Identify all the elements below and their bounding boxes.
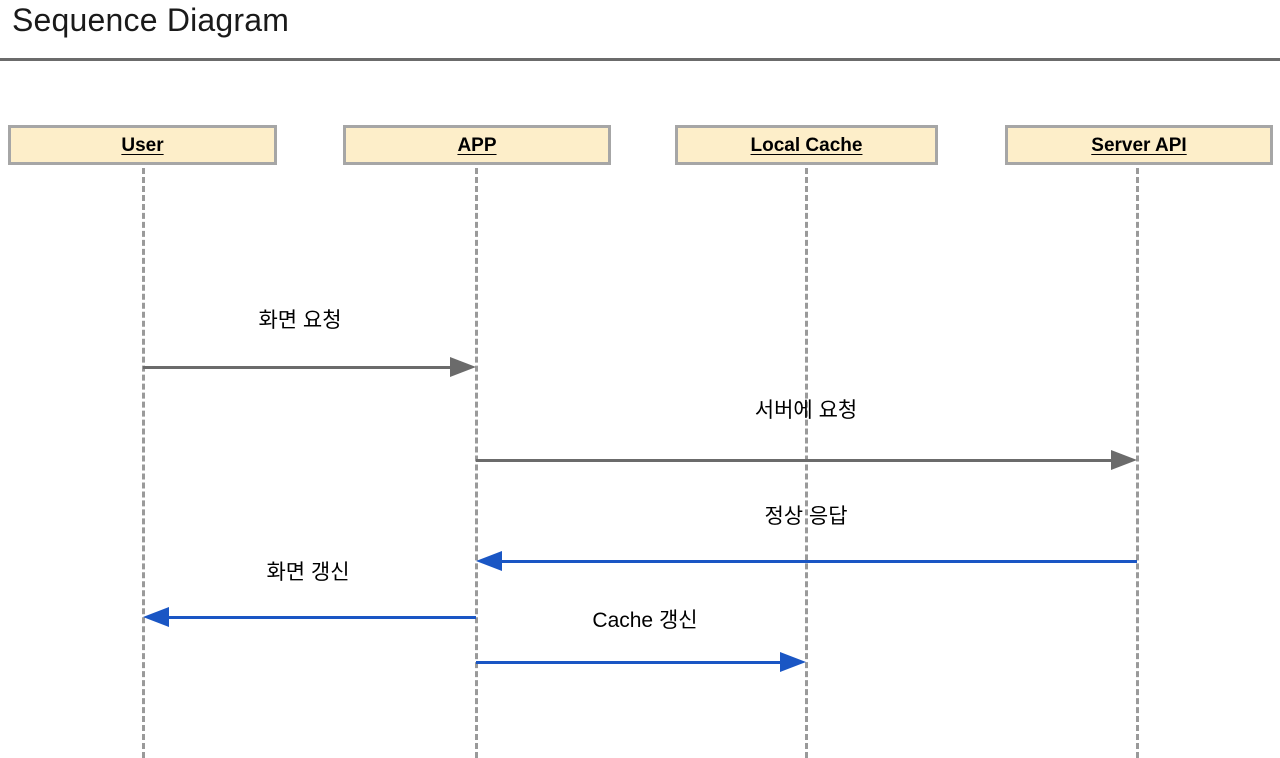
message-line	[476, 459, 1113, 462]
participant-label: Server API	[1091, 134, 1187, 156]
message-label-2: 서버에 요청	[754, 398, 858, 422]
message-label-5: Cache 갱신	[592, 608, 698, 632]
message-line	[476, 661, 782, 664]
participant-server-api[interactable]: Server API	[1005, 125, 1273, 165]
message-line	[167, 616, 476, 619]
title-divider	[0, 58, 1280, 61]
lifeline-app	[475, 168, 478, 758]
message-label-3: 정상 응답	[764, 504, 848, 528]
lifeline-local-cache	[805, 168, 808, 758]
lifeline-user	[142, 168, 145, 758]
message-line	[143, 366, 452, 369]
participant-label: Local Cache	[750, 134, 863, 156]
arrowhead-icon	[450, 357, 476, 377]
lifeline-server-api	[1136, 168, 1139, 758]
participant-user[interactable]: User	[8, 125, 277, 165]
message-line	[500, 560, 1137, 563]
participant-label: User	[121, 134, 164, 156]
participant-local-cache[interactable]: Local Cache	[675, 125, 938, 165]
message-label-4: 화면 갱신	[266, 560, 350, 584]
participant-label: APP	[457, 134, 497, 156]
arrowhead-icon	[1111, 450, 1137, 470]
arrowhead-icon	[143, 607, 169, 627]
arrowhead-icon	[780, 652, 806, 672]
participant-app[interactable]: APP	[343, 125, 611, 165]
page-title: Sequence Diagram	[12, 2, 290, 38]
arrowhead-icon	[476, 551, 502, 571]
message-label-1: 화면 요청	[258, 308, 342, 332]
